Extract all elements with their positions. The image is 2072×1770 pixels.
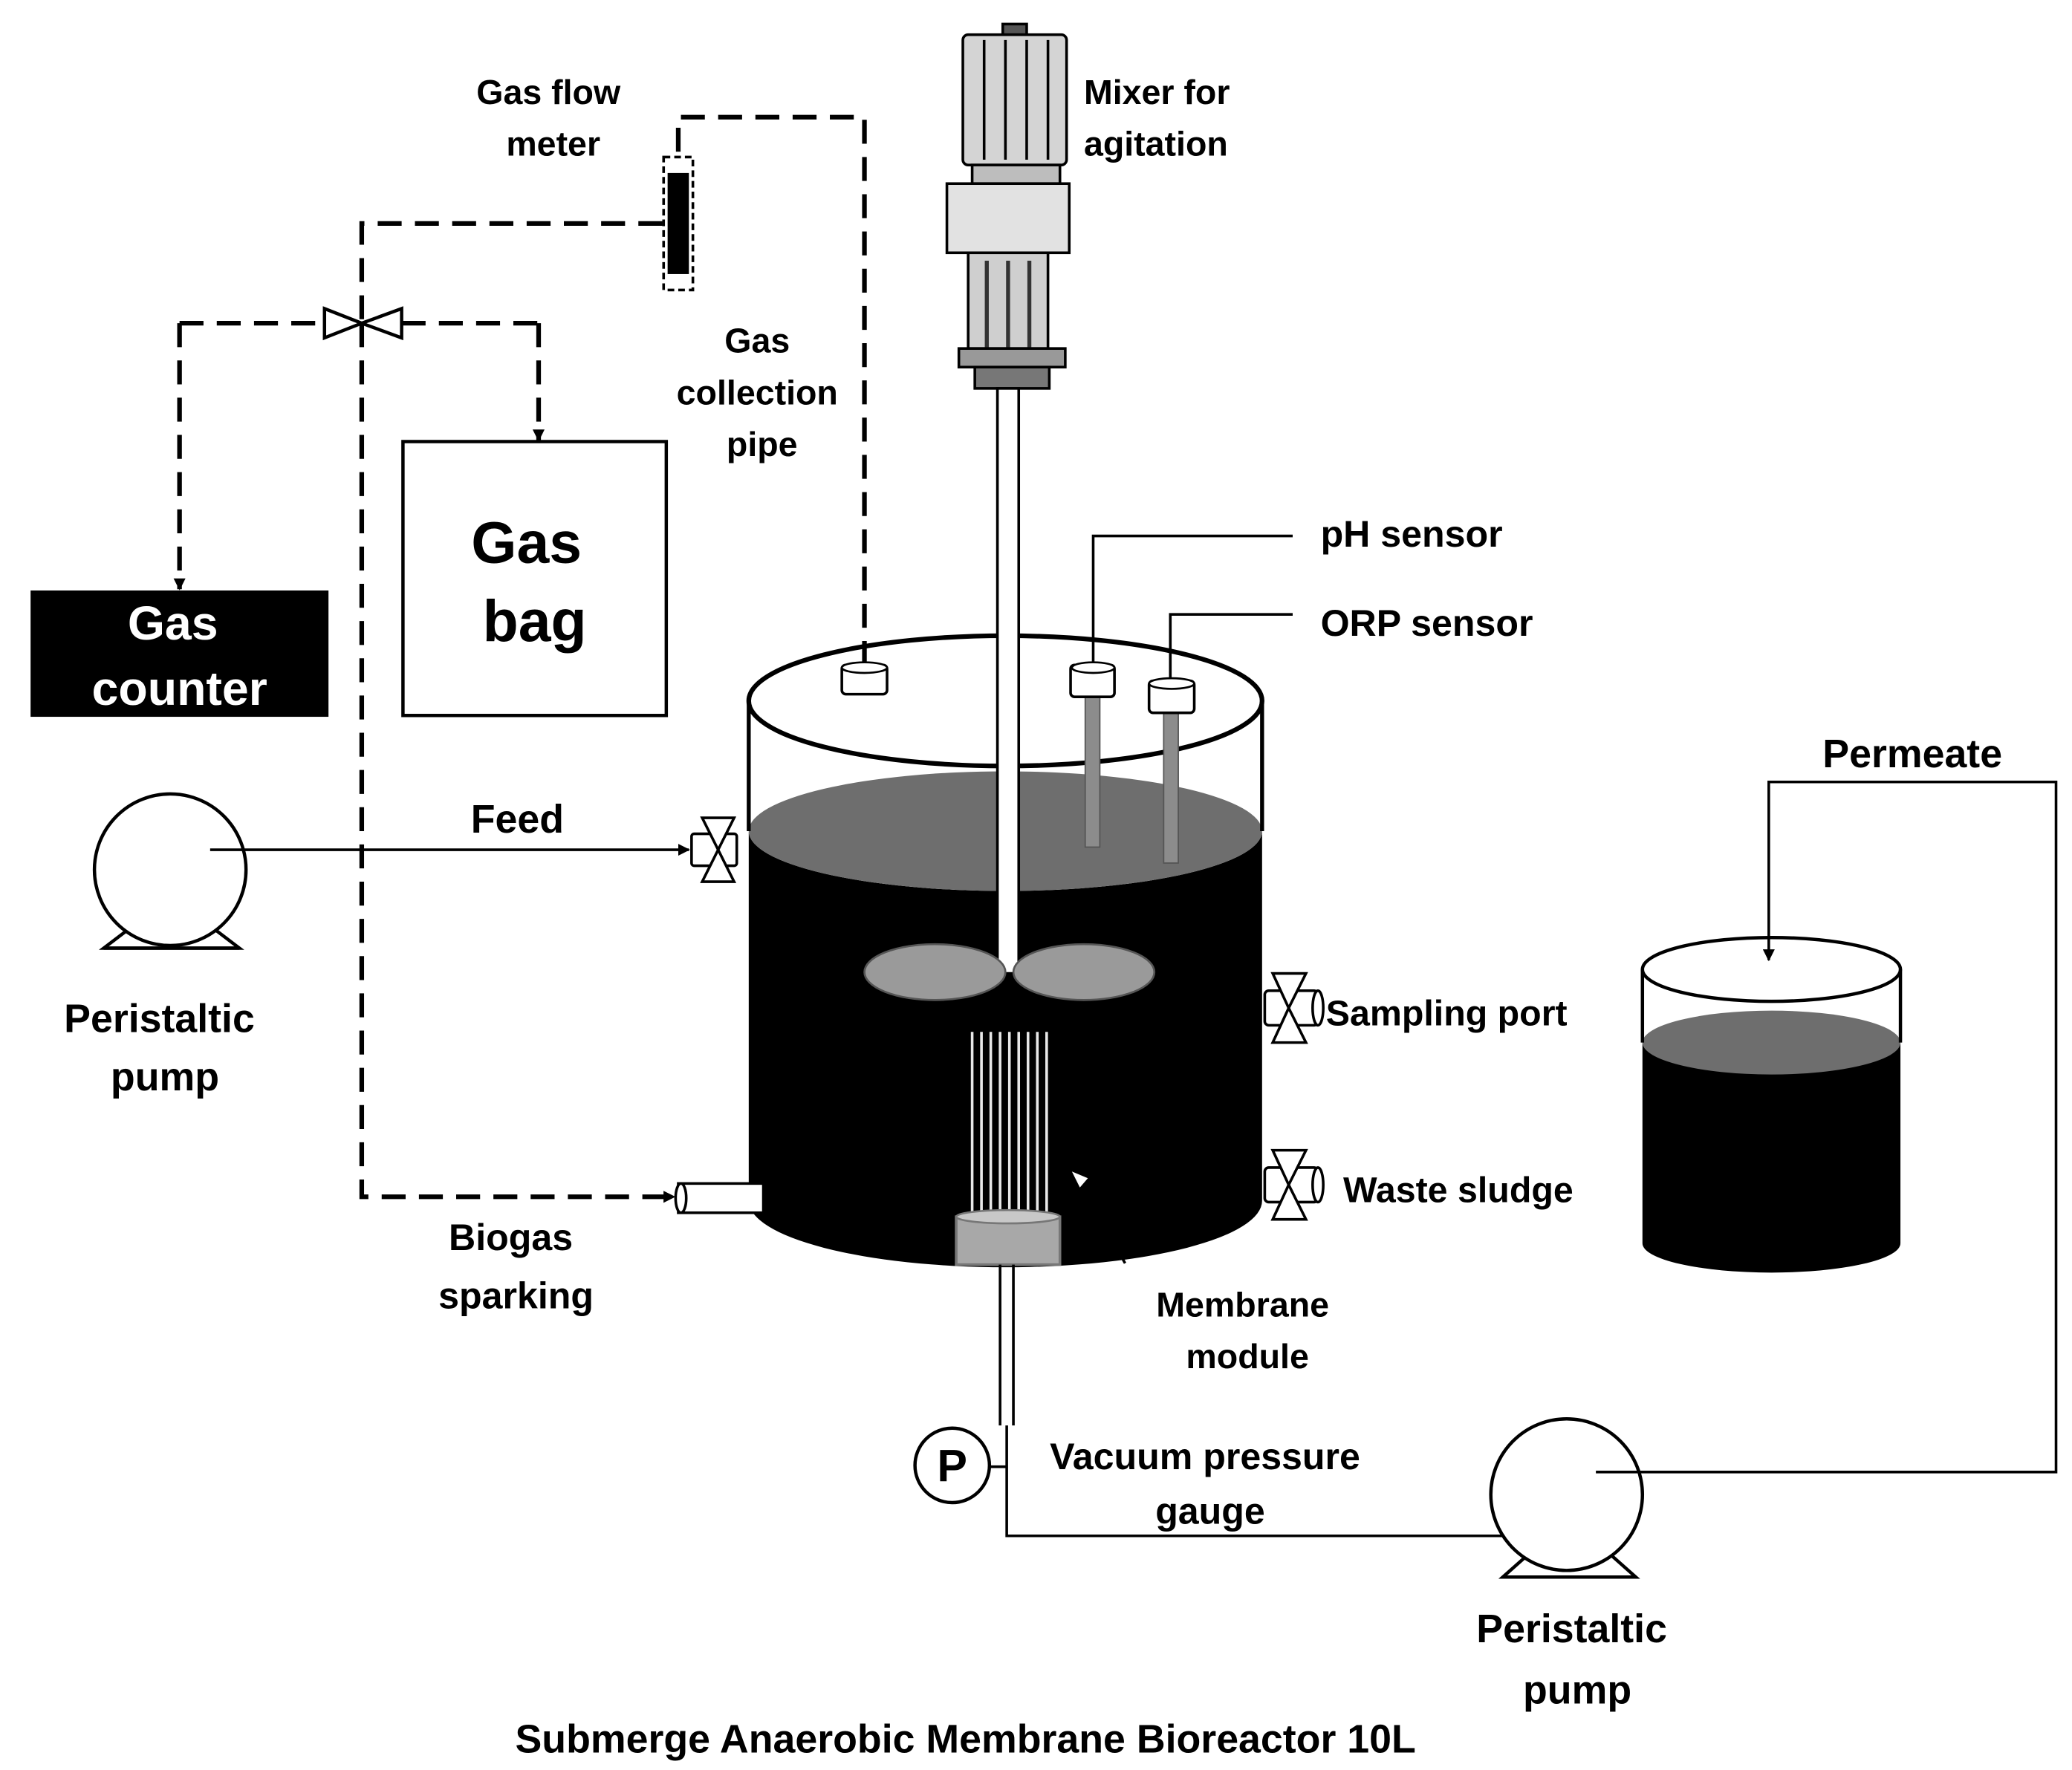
biogas-sparking-label: Biogas sparking [438, 1217, 594, 1317]
ph-sensor-label: pH sensor [1321, 513, 1503, 555]
membrane-module-label: Membrane module [1156, 1285, 1339, 1376]
waste-sludge-valve [1263, 1148, 1325, 1221]
permeate-container [1640, 935, 1903, 1273]
feed-label: Feed [471, 797, 564, 842]
sampling-port-valve [1263, 972, 1325, 1044]
biogas-sparking-port [674, 1182, 765, 1214]
feed-peristaltic-pump-icon [92, 792, 248, 950]
permeate-return-line [1596, 780, 2058, 1474]
gas-counter-label: Gas counter [92, 596, 267, 715]
permeate-pump-label: Peristaltic pump [1476, 1607, 1678, 1712]
impeller-blade-right [1012, 943, 1156, 1001]
ph-sensor [1069, 661, 1116, 848]
membrane-fibers [970, 1032, 1048, 1217]
pressure-symbol: P [937, 1440, 967, 1491]
gas-flow-meter-label: Gas flow meter [476, 73, 630, 163]
reactor-sludge [748, 831, 1262, 1268]
orp-sensor [1147, 677, 1196, 864]
mixer-motor [945, 22, 1071, 390]
diagram-caption: Submerge Anaerobic Membrane Bioreactor 1… [515, 1717, 1415, 1762]
mixer-shaft [996, 387, 1021, 975]
impeller-blade-left [863, 943, 1007, 1001]
membrane-module-base [955, 1208, 1062, 1266]
flowmeter-to-valve-line [359, 221, 663, 324]
vacuum-pressure-gauge-icon [913, 1426, 992, 1505]
permeate-label: Permeate [1822, 732, 2002, 776]
orp-sensor-label: ORP sensor [1321, 602, 1533, 644]
gas-collection-line [675, 114, 867, 666]
gas-valve-icon [322, 306, 403, 341]
sampling-port-label: Sampling port [1326, 993, 1568, 1033]
membrane-module-leader [1073, 1171, 1127, 1264]
mixer-label: Mixer for agitation [1084, 73, 1239, 163]
gas-flow-meter [662, 155, 695, 292]
ph-sensor-leader [1091, 534, 1293, 666]
gas-counter-box [30, 590, 329, 718]
vacuum-pressure-gauge-label: Vacuum pressure gauge [1050, 1436, 1371, 1532]
permeate-peristaltic-pump-icon [1489, 1416, 1645, 1579]
orp-sensor-leader [1169, 613, 1293, 681]
permeate-suction-line [1005, 1425, 1546, 1538]
feed-valve-icon [690, 816, 738, 883]
biogas-recirculation-line [359, 323, 676, 1203]
gas-collection-port [840, 661, 889, 696]
waste-sludge-label: Waste sludge [1343, 1170, 1574, 1210]
gas-collection-pipe-label: Gas collection pipe [677, 322, 848, 464]
gas-bag-label: Gas bag [471, 510, 598, 654]
feed-pump-label: Peristaltic pump [64, 996, 266, 1099]
gas-lines [173, 114, 867, 1203]
gas-bag-box [401, 440, 669, 718]
